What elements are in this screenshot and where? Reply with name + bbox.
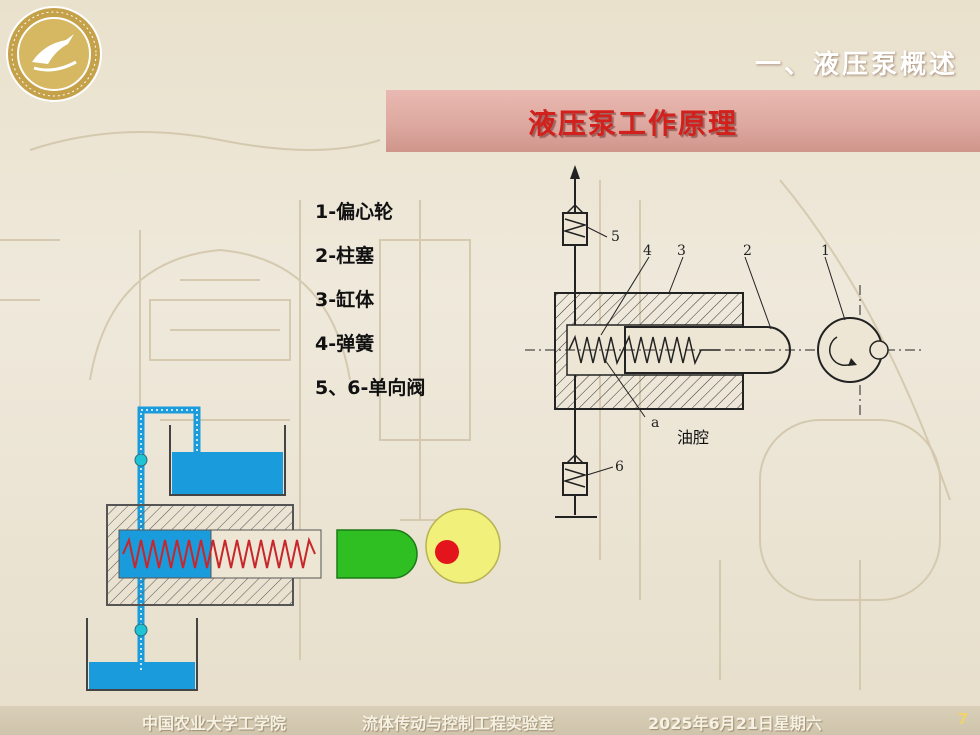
eccentric-cam [425,508,501,584]
footer-bar [0,706,980,735]
college-logo-icon [6,6,102,102]
spring-icon [122,536,316,569]
check-valve-6-icon [562,453,588,496]
outlet-arrow-icon [570,165,580,179]
section-title: 一、液压泵概述 [754,50,958,80]
legend-item: 2-柱塞 [315,245,375,267]
legend-item: 3-缸体 [315,289,375,311]
callout-1: 1 [821,243,830,259]
pump-schematic-diagram: 4 3 2 1 5 6 a 油腔 [525,165,925,518]
component-legend: 1-偏心轮 2-柱塞 3-缸体 4-弹簧 5、6-单向阀 [315,198,425,418]
callout-a: a [651,415,659,431]
page-number: 7 [957,710,968,728]
cam-center-icon [435,540,459,564]
spring-icon [568,334,720,366]
pump-animation-diagram [86,406,501,691]
plunger [336,529,418,579]
legend-item: 4-弹簧 [315,333,375,355]
lower-tank [86,618,198,691]
callout-4: 4 [643,243,652,259]
legend-item: 5、6-单向阀 [315,377,426,399]
upper-tank [169,425,286,496]
check-valve-5-icon [562,203,588,246]
header-bar [386,90,980,152]
check-valve-upper-icon [134,453,148,467]
callout-6: 6 [615,459,624,475]
footer-lab: 流体传动与控制工程实验室 [362,714,555,733]
callout-5: 5 [611,229,620,245]
callout-2: 2 [743,243,752,259]
callout-3: 3 [677,243,686,259]
oil-chamber-label: 油腔 [677,428,709,447]
header-title: 液压泵工作原理 [528,107,739,140]
legend-item: 1-偏心轮 [315,201,394,223]
footer-date: 2025年6月21日星期六 [648,714,822,733]
check-valve-lower-icon [134,623,148,637]
footer-college: 中国农业大学工学院 [142,714,287,733]
